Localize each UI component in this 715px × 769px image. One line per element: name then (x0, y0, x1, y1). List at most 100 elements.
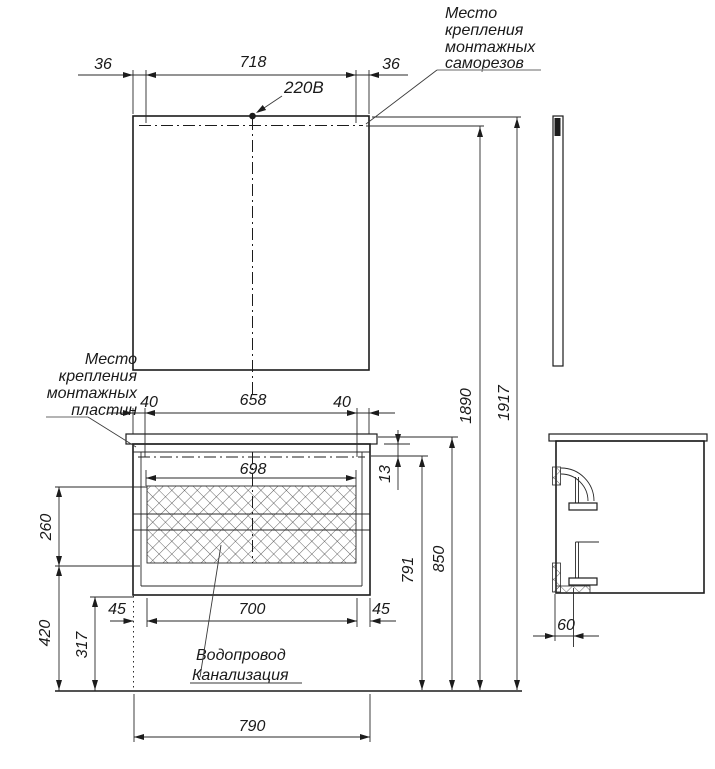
countertop-front (125, 433, 378, 445)
arrow-right-icon (123, 72, 133, 78)
drawer-side-panel-upper (575, 477, 579, 503)
note-mounting-plates: Место крепления монтажных пластин (46, 351, 138, 448)
note-screws-line4: саморезов (445, 55, 524, 72)
arrow-left-icon (573, 633, 584, 639)
dim-top-left-offset: 36 (94, 56, 112, 73)
arrow-right-icon (346, 475, 356, 481)
arrow-right-icon (346, 72, 356, 78)
arrow-up-icon (514, 118, 520, 128)
dim-cabinet-height: 850 (431, 546, 448, 573)
left-dimensions: 260 420 317 (37, 486, 147, 691)
dim-hatch-height: 260 (38, 514, 55, 542)
arrow-down-icon (449, 680, 455, 690)
note-plumbing: Водопровод Канализация (190, 544, 302, 684)
power-point-dot (249, 112, 256, 120)
arrow-down-icon (514, 680, 520, 690)
dim-side-depth: 60 (557, 617, 575, 634)
dim-bottom-to-floor: 317 (74, 631, 91, 659)
dim-total-height: 1917 (496, 384, 513, 421)
arrow-up-icon (56, 487, 62, 497)
arrow-right-icon (545, 633, 555, 639)
note-screws-line2: крепления (445, 22, 524, 39)
note-screws-line1: Место (445, 5, 497, 22)
dim-right-gap: 45 (372, 601, 390, 618)
cabinet-front-view (125, 433, 378, 596)
arrow-left-icon (146, 72, 156, 78)
arrow-down-left-icon (256, 105, 267, 113)
arrow-up-icon (56, 566, 62, 576)
plate-dimensions: 40 658 40 (108, 392, 395, 457)
voltage-label: 220В (283, 78, 324, 97)
dim-top-gap: 13 (377, 465, 394, 483)
note-plates-line1: Место (85, 351, 137, 368)
drawer-slide-upper (568, 502, 598, 511)
mirror-side-view (552, 115, 564, 367)
arrow-right-icon (123, 410, 133, 416)
arrow-down-icon (419, 680, 425, 690)
inner-width-dimension: 698 (145, 461, 357, 486)
dim-hatch-to-floor: 420 (37, 620, 54, 647)
arrow-right-icon (360, 734, 370, 740)
note-screws-line3: монтажных (445, 39, 536, 56)
arrow-left-icon (145, 410, 155, 416)
dim-drawer-width: 700 (239, 601, 266, 618)
arrow-up-icon (449, 438, 455, 448)
mirror-side-outline (552, 115, 564, 367)
note-plumbing-line2: Канализация (192, 667, 289, 684)
cabinet-side-view: 60 (533, 433, 708, 647)
arrow-left-icon (147, 618, 157, 624)
mirror-side-bracket (554, 118, 561, 136)
dim-plate-right-offset: 40 (333, 394, 351, 411)
note-screws-leader (365, 69, 438, 125)
arrow-left-icon (134, 734, 144, 740)
drawer-front-section-upper (552, 466, 561, 486)
countertop-side (548, 433, 708, 442)
dim-mount-height: 1890 (458, 388, 475, 424)
note-mounting-screws: Место крепления монтажных саморезов (365, 5, 541, 125)
note-plates-line4: пластин (71, 402, 137, 419)
arrow-left-icon (370, 618, 381, 624)
arrow-left-icon (146, 475, 156, 481)
note-plates-leader (87, 416, 137, 448)
arrow-up-icon (395, 457, 401, 467)
cabinet-side-body (555, 440, 705, 594)
note-plumbing-leader (199, 544, 222, 678)
drawer-front-arc-inner (560, 473, 589, 502)
note-plumbing-line1: Водопровод (196, 647, 286, 664)
note-plates-line3: монтажных (47, 385, 138, 402)
right-dimensions: 791 850 1890 1917 (366, 116, 521, 690)
drawer-side-panel-lower (575, 542, 579, 578)
mirror-outline (132, 115, 370, 371)
arrow-left-icon (369, 410, 379, 416)
drawer-hatch-area (146, 485, 357, 564)
mirror-front-view (132, 112, 370, 397)
arrow-right-icon (347, 618, 357, 624)
note-plates-line2: крепления (59, 368, 138, 385)
arrow-up-icon (477, 127, 483, 137)
arrow-right-icon (347, 410, 357, 416)
arrow-right-icon (123, 618, 134, 624)
arrow-up-icon (419, 457, 425, 467)
top-gap-dimension: 13 (377, 430, 410, 490)
arrow-down-icon (56, 680, 62, 690)
dim-plate-span: 658 (240, 392, 267, 409)
dim-top-right-offset: 36 (382, 56, 400, 73)
dim-overall-width: 790 (239, 718, 266, 735)
dim-top-span: 718 (240, 54, 267, 71)
dim-left-gap: 45 (108, 601, 126, 618)
drawer-slide-lower (568, 577, 598, 586)
bottom-panel-section (555, 585, 591, 594)
arrow-up-icon (92, 597, 98, 607)
dim-inner-height: 791 (400, 557, 417, 584)
arrow-left-icon (369, 72, 379, 78)
arrow-down-icon (92, 680, 98, 690)
arrow-down-icon (56, 556, 62, 566)
arrow-down-icon (477, 680, 483, 690)
cabinet-body (132, 443, 371, 596)
bottom-dimensions: 45 700 45 790 (108, 596, 396, 742)
dim-inner-width: 698 (240, 461, 267, 478)
dim-plate-left-offset: 40 (140, 394, 158, 411)
drawer-front-arc-outer (560, 467, 595, 502)
